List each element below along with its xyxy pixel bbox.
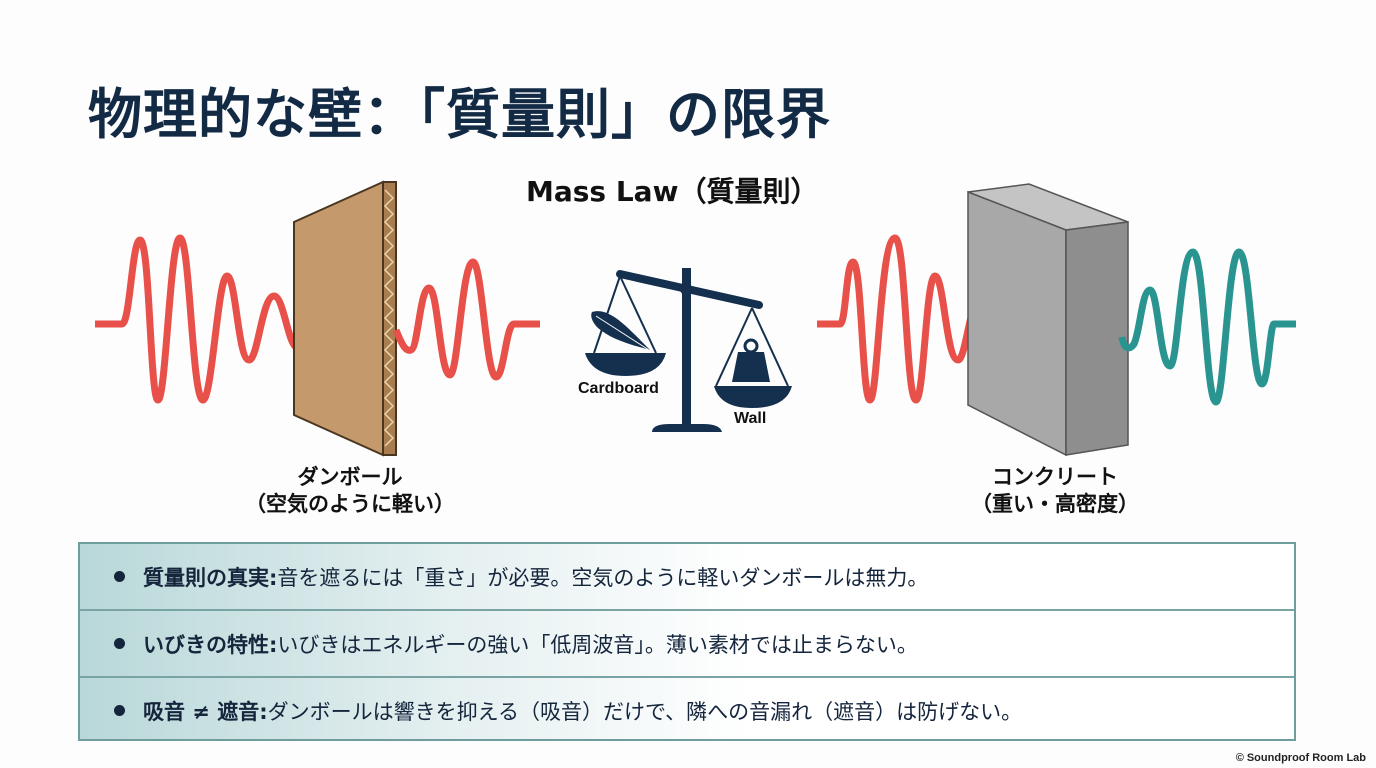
key-point-text: ダンボールは響きを抑える（吸音）だけで、隣への音漏れ（遮音）は防げない。 [267, 699, 1023, 724]
bullet-icon [114, 571, 125, 582]
key-point-row: いびきの特性: いびきはエネルギーの強い「低周波音」。薄い素材では止まらない。 [80, 611, 1294, 678]
diagram-subtitle: Mass Law（質量則） [526, 175, 819, 208]
mass-law-diagram [95, 180, 1296, 457]
transmitted-wave-concrete [1118, 248, 1296, 406]
transmitted-wave-cardboard [392, 258, 540, 381]
key-points-box: 質量則の真実: 音を遮るには「重さ」が必要。空気のように軽いダンボールは無力。 … [78, 542, 1296, 741]
key-point-heading: 質量則の真実: [143, 565, 278, 590]
key-point-heading: いびきの特性: [143, 632, 278, 657]
concrete-note: （重い・高密度） [971, 492, 1139, 516]
cardboard-caption: ダンボール （空気のように軽い） [220, 464, 480, 518]
concrete-name: コンクリート [992, 465, 1118, 489]
key-point-row: 質量則の真実: 音を遮るには「重さ」が必要。空気のように軽いダンボールは無力。 [80, 544, 1294, 611]
copyright-credit: © Soundproof Room Lab [1235, 752, 1366, 764]
feather-icon [591, 311, 653, 353]
scale-right-label: Wall [734, 410, 767, 427]
incident-wave-left [95, 234, 336, 404]
page-title: 物理的な壁：「質量則」の限界 [88, 83, 831, 146]
weight-icon [732, 338, 770, 382]
key-point-heading: 吸音 ≠ 遮音: [143, 699, 268, 724]
balance-scale-icon [585, 268, 792, 432]
bullet-icon [114, 638, 125, 649]
key-point-row: 吸音 ≠ 遮音: ダンボールは響きを抑える（吸音）だけで、隣への音漏れ（遮音）は… [80, 678, 1294, 743]
cardboard-panel [293, 180, 397, 457]
concrete-caption: コンクリート （重い・高密度） [930, 464, 1180, 518]
concrete-block [967, 183, 1129, 457]
cardboard-note: （空気のように軽い） [245, 492, 455, 516]
scale-left-label: Cardboard [578, 380, 659, 397]
key-point-text: 音を遮るには「重さ」が必要。空気のように軽いダンボールは無力。 [277, 565, 929, 590]
cardboard-name: ダンボール [297, 465, 403, 489]
key-point-text: いびきはエネルギーの強い「低周波音」。薄い素材では止まらない。 [277, 632, 918, 657]
bullet-icon [114, 705, 125, 716]
